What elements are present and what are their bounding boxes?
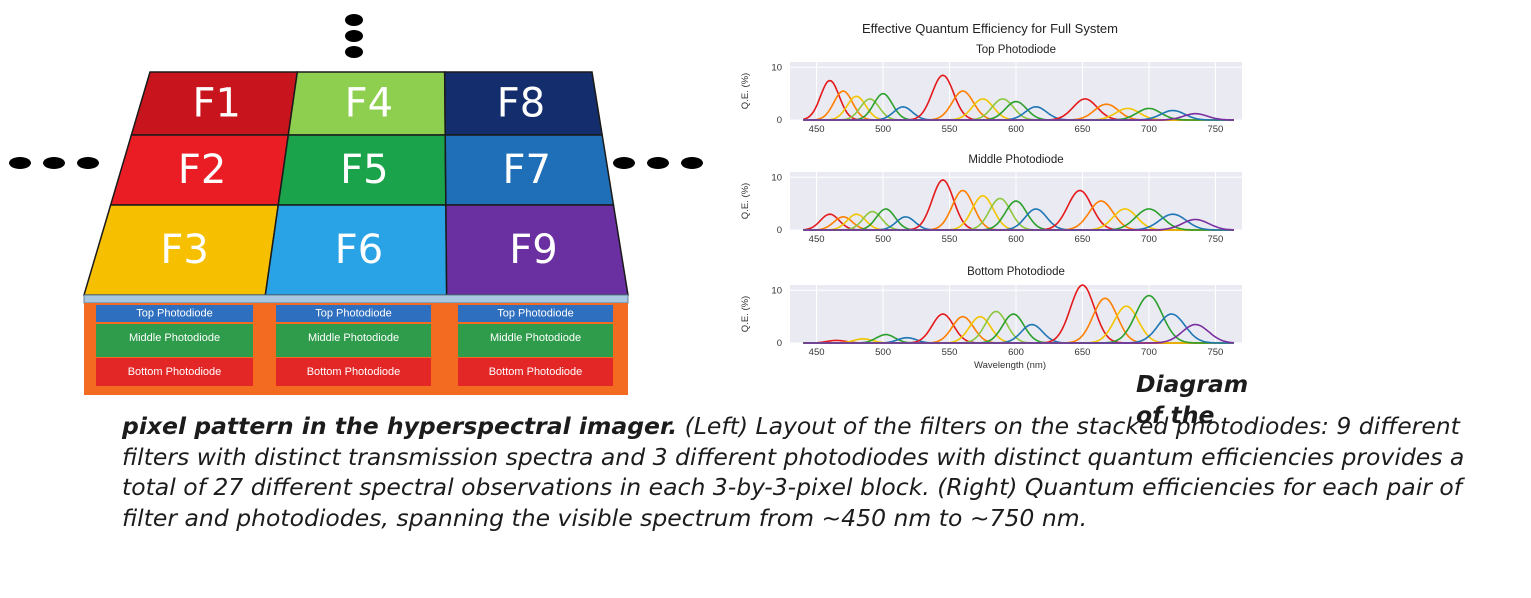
filter-label: F9 (509, 227, 557, 273)
caption-bold: pixel pattern in the hyperspectral image… (122, 412, 678, 440)
photodiode-label: Top Photodiode (497, 308, 573, 320)
photodiode-label: Bottom Photodiode (489, 366, 583, 378)
x-tick-label: 600 (1008, 124, 1024, 135)
y-tick-label: 0 (777, 115, 782, 126)
x-axis-label: Wavelength (nm) (974, 360, 1046, 371)
caption-text: pixel pattern in the hyperspectral image… (122, 411, 1512, 533)
filter-label: F4 (345, 81, 393, 127)
x-tick-label: 750 (1207, 124, 1223, 135)
qe-curve (803, 323, 1235, 344)
x-tick-label: 600 (1008, 234, 1024, 245)
photodiode-label: Middle Photodiode (490, 332, 581, 344)
x-tick-label: 450 (809, 124, 825, 135)
x-tick-label: 700 (1141, 234, 1157, 245)
x-tick-label: 700 (1141, 124, 1157, 135)
x-tick-label: 650 (1075, 234, 1091, 245)
photodiode-layer (276, 324, 431, 357)
caption-lead: Diagram of the (1136, 370, 1249, 429)
qe-panel: Bottom Photodiode 450 500 550 600 650 700 750 0 1… (740, 266, 1242, 358)
x-tick-label: 650 (1075, 347, 1091, 358)
panel-title: Bottom Photodiode (967, 266, 1065, 278)
ellipsis-right (613, 157, 703, 169)
x-tick-label: 500 (875, 124, 891, 135)
x-tick-label: 450 (809, 234, 825, 245)
filter-label: F2 (178, 147, 226, 193)
qe-curve (803, 112, 1235, 121)
y-tick-label: 10 (771, 172, 782, 183)
x-tick-label: 750 (1207, 347, 1223, 358)
y-tick-label: 0 (777, 225, 782, 236)
y-axis-label: Q.E. (%) (740, 73, 751, 109)
filter-label: F1 (193, 81, 241, 127)
x-tick-label: 750 (1207, 234, 1223, 245)
photodiode-label: Top Photodiode (315, 308, 391, 320)
qe-panel: Top Photodiode 450 500 550 600 650 700 750 0 10Q.… (740, 44, 1242, 135)
qe-curve (803, 218, 1234, 231)
filter-label: F3 (160, 227, 208, 273)
photodiode-layer (96, 324, 253, 357)
cover-glass (83, 294, 629, 304)
photodiode-layer (276, 358, 431, 386)
y-axis-label: Q.E. (%) (740, 296, 751, 332)
x-tick-label: 650 (1075, 124, 1091, 135)
photodiode-layer (96, 358, 253, 386)
x-tick-label: 550 (942, 347, 958, 358)
photodiode-label: Middle Photodiode (129, 332, 220, 344)
y-tick-label: 10 (771, 285, 782, 296)
filter-label: F7 (502, 147, 550, 193)
filter-label: F8 (497, 81, 545, 127)
ellipsis-left (9, 157, 99, 169)
x-tick-label: 600 (1008, 347, 1024, 358)
caption-body: (Left) Layout of the filters on the stac… (122, 412, 1465, 532)
y-tick-label: 10 (771, 62, 782, 73)
chart-title: Effective Quantum Efficiency for Full Sy… (862, 21, 1118, 36)
photodiode-layer (458, 358, 613, 386)
x-tick-label: 450 (809, 347, 825, 358)
x-tick-label: 550 (942, 124, 958, 135)
photodiode-label: Top Photodiode (136, 308, 212, 320)
photodiode-layer (458, 324, 613, 357)
photodiode-label: Middle Photodiode (308, 332, 399, 344)
qe-panel: Middle Photodiode 450 500 550 600 650 700 750 0 1… (740, 154, 1242, 245)
photodiode-layer (458, 305, 613, 322)
x-tick-label: 500 (875, 347, 891, 358)
ellipsis-top (345, 14, 363, 58)
y-axis-label: Q.E. (%) (740, 183, 751, 219)
panel-title: Top Photodiode (976, 44, 1056, 56)
x-tick-label: 500 (875, 234, 891, 245)
photodiode-label: Bottom Photodiode (307, 366, 401, 378)
x-tick-label: 550 (942, 234, 958, 245)
photodiode-label: Bottom Photodiode (128, 366, 222, 378)
quantum-efficiency-chart: Effective Quantum Efficiency for Full Sy… (740, 21, 1242, 371)
y-tick-label: 0 (777, 338, 782, 349)
filter-label: F5 (340, 147, 388, 193)
panel-title: Middle Photodiode (968, 154, 1063, 166)
photodiode-layer (96, 305, 253, 322)
x-tick-label: 700 (1141, 347, 1157, 358)
filter-label: F6 (335, 227, 383, 273)
photodiode-layer (276, 305, 431, 322)
